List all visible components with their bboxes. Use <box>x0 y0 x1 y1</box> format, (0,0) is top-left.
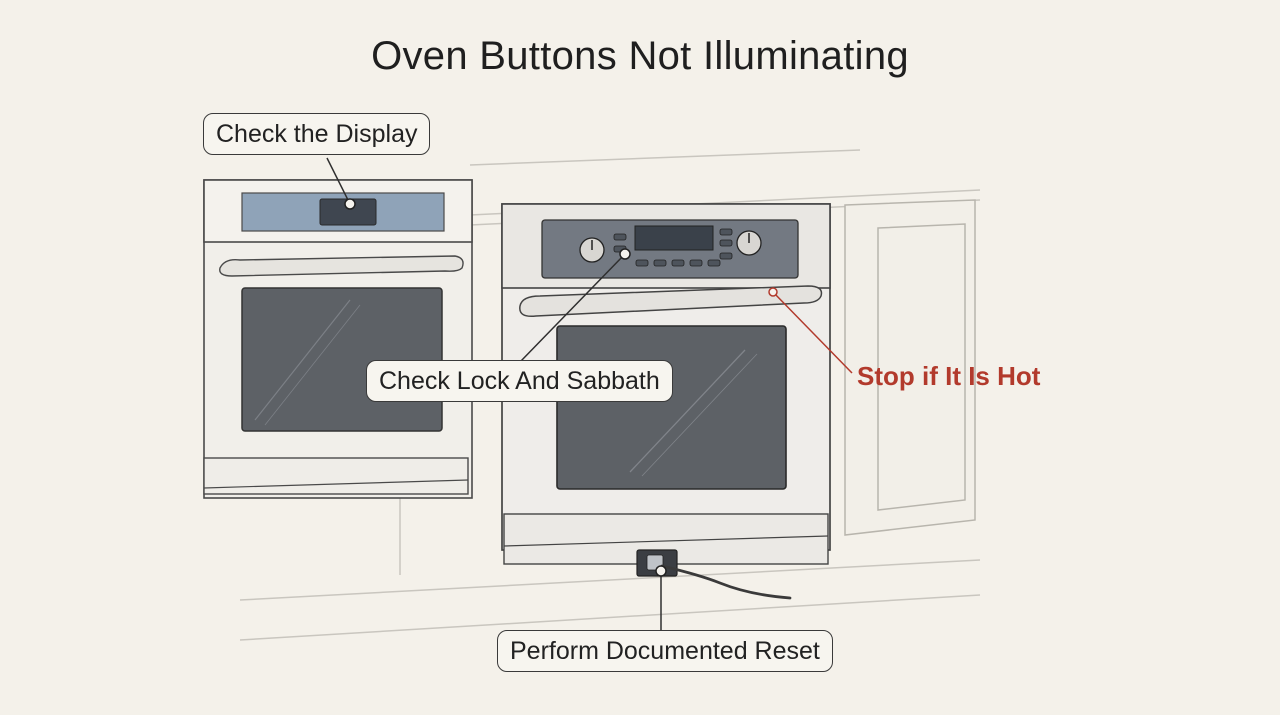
leader-dots <box>344 198 778 577</box>
control-buttons <box>613 228 733 267</box>
left-oven-handle <box>219 255 464 277</box>
leader-lock <box>519 253 626 363</box>
callout-check-lock-sabbath: Check Lock And Sabbath <box>366 360 673 402</box>
right-cabinet <box>844 199 976 536</box>
power-cord <box>660 564 792 600</box>
left-oven <box>203 179 473 499</box>
center-oven <box>501 203 831 565</box>
center-oven-handle <box>519 285 823 318</box>
callout-perform-reset: Perform Documented Reset <box>497 630 833 672</box>
warning-stop-if-hot: Stop if It Is Hot <box>857 361 1041 391</box>
callout-check-display: Check the Display <box>203 113 431 155</box>
oven-display-screen <box>634 225 714 251</box>
power-outlet <box>636 549 792 600</box>
leader-display <box>326 157 351 205</box>
leader-lines <box>326 157 853 630</box>
leader-hot <box>772 291 853 374</box>
center-oven-window <box>556 325 787 490</box>
diagram-title: Oven Buttons Not Illuminating <box>371 34 909 78</box>
